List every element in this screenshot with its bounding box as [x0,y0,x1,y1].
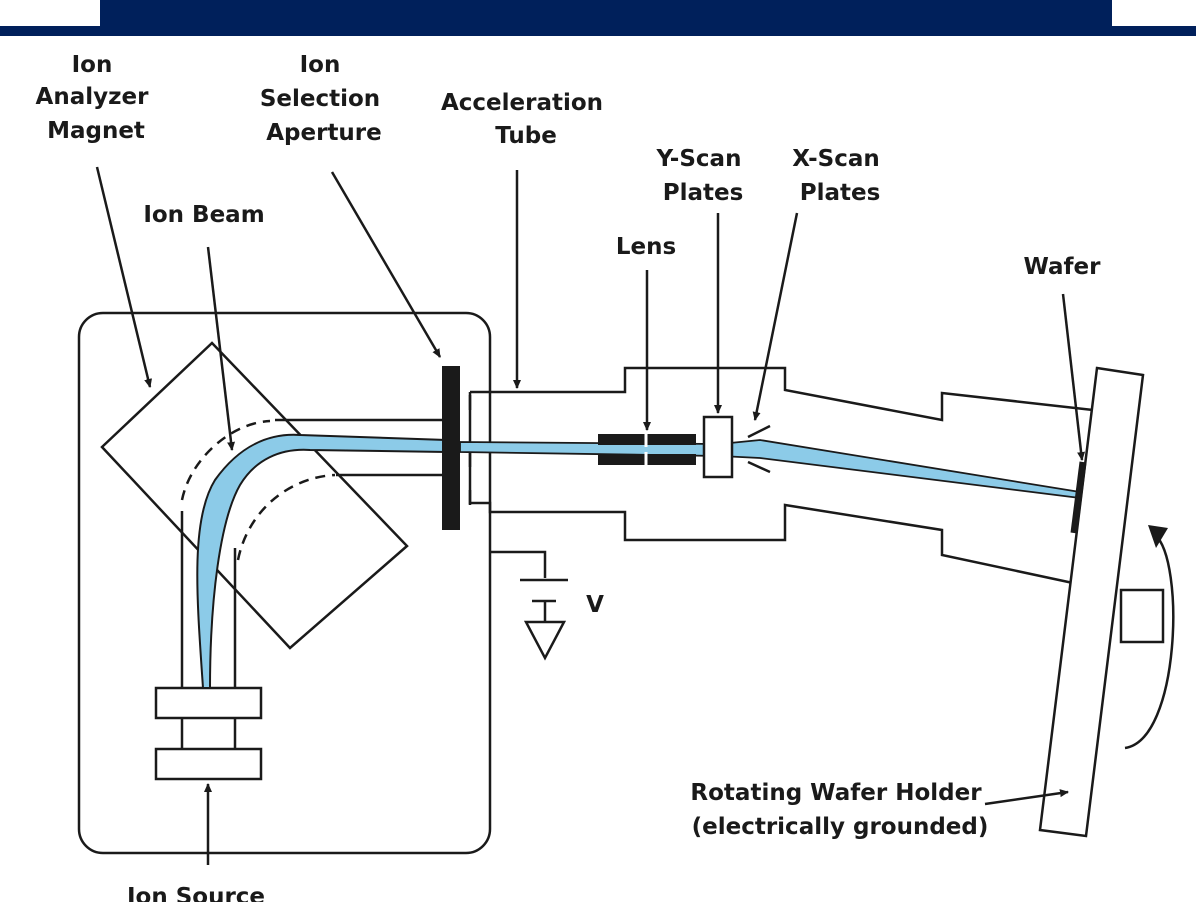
label-acceleration-tube: Acceleration Tube [441,90,611,149]
leader-x-scan-plates [752,212,799,421]
leader-ion-analyzer-magnet [95,166,153,388]
y-scan-plates [702,415,734,479]
magnet-pole-inner [236,473,336,561]
voltage-lead [490,550,547,578]
wafer [1070,461,1087,534]
ion-beam-beamline [459,439,1081,500]
rotation-arrow [1124,534,1175,750]
label-ion-source: Ion Source [127,884,265,902]
rotation-arrow-head [1148,525,1168,548]
label-rotating-wafer-holder: Rotating Wafer Holder (electrically grou… [690,780,989,840]
label-ion-selection-aperture: Ion Selection Aperture [260,52,388,146]
label-x-scan-plates: X-Scan Plates [792,146,888,206]
leader-ion-selection-aperture [330,171,442,358]
leader-rotating-wafer-holder [984,789,1069,806]
leader-wafer [1061,293,1086,461]
label-voltage: V [586,592,604,618]
ground-symbol [523,620,567,661]
analyzer-magnet [100,341,409,650]
wafer-holder-shaft [1119,588,1165,644]
label-ion-beam: Ion Beam [143,202,264,228]
label-y-scan-plates: Y-Scan Plates [656,146,750,206]
ion-source-block-lower [154,747,263,781]
header-rule [0,26,1196,36]
ion-source-block-upper [154,686,263,720]
header-band [100,0,1112,26]
rotating-wafer-holder [1038,366,1145,838]
leader-ion-beam [206,246,236,451]
label-ion-analyzer-magnet: Ion Analyzer Magnet [36,52,157,144]
label-lens: Lens [616,234,676,260]
beamline-housing [468,366,1094,585]
x-scan-plate-lower [747,460,771,474]
x-scan-plate-upper [747,424,771,439]
label-wafer: Wafer [1023,254,1101,280]
selection-aperture [442,366,460,530]
